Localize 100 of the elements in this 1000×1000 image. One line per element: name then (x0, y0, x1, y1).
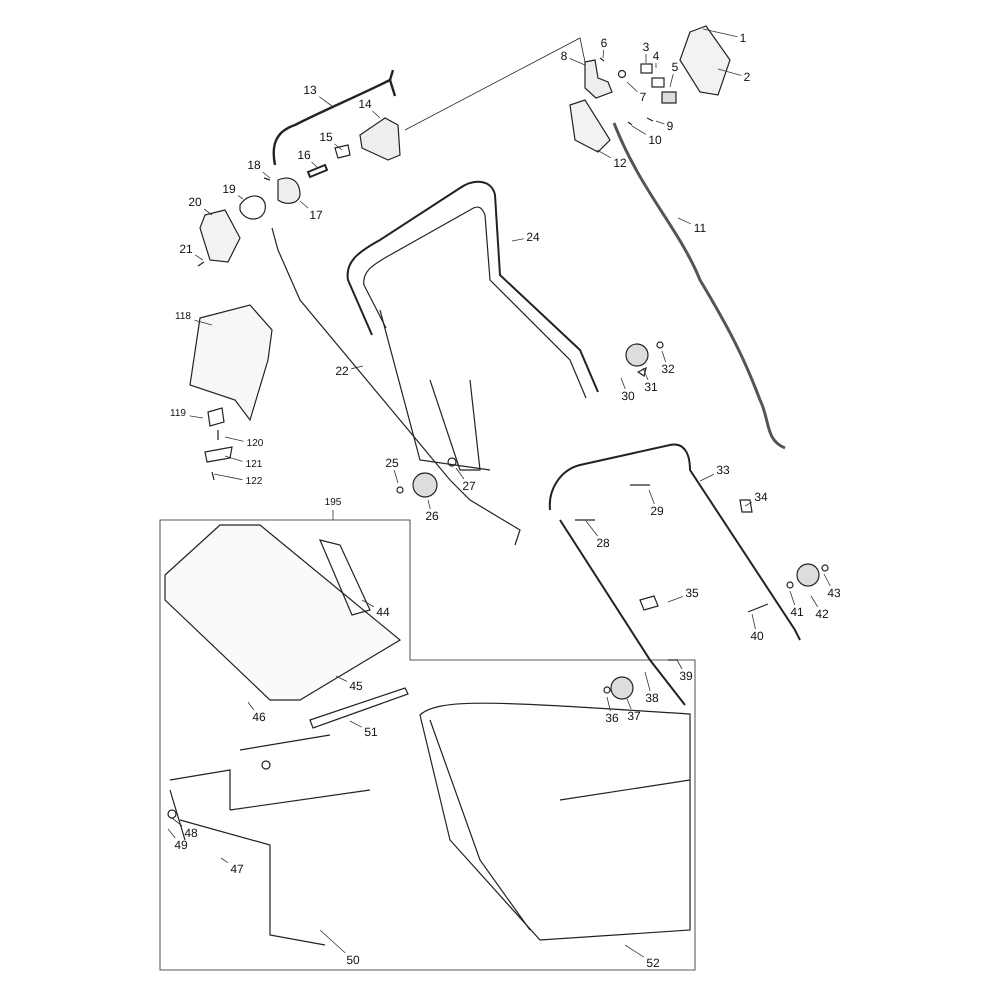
leader-line (336, 676, 348, 682)
leader-line (311, 162, 318, 168)
leader-line (456, 468, 464, 480)
callout-number: 50 (346, 954, 360, 966)
callout-number: 24 (526, 231, 540, 243)
leader-line (626, 698, 632, 710)
callout-number: 44 (376, 606, 390, 618)
callout-number: 34 (754, 491, 768, 503)
callout-number: 49 (174, 839, 188, 851)
leader-line (224, 436, 244, 442)
callout-number: 118 (175, 312, 191, 322)
leader-line (194, 254, 204, 260)
callout-number: 20 (188, 196, 202, 208)
leader-line (702, 28, 738, 38)
callout-number: 7 (640, 91, 646, 103)
callout-number: 45 (349, 680, 363, 692)
callout-number: 4 (652, 50, 660, 62)
leader-line (394, 470, 398, 484)
callout-number: 11 (694, 222, 706, 234)
leader-line (372, 110, 380, 118)
leader-line (194, 320, 212, 326)
leader-line (648, 490, 655, 504)
callout-number: 48 (184, 827, 198, 839)
callout-number: 119 (170, 409, 186, 419)
leader-line (224, 456, 243, 462)
callout-number: 42 (815, 608, 829, 620)
leader-line (626, 82, 638, 92)
callout-number: 32 (661, 363, 675, 375)
leader-line (569, 58, 586, 66)
callout-number: 17 (309, 209, 323, 221)
leader-line (362, 600, 374, 608)
leader-line (810, 596, 818, 608)
callout-number: 36 (605, 712, 619, 724)
callout-number: 31 (644, 381, 658, 393)
callout-number: 6 (600, 37, 608, 49)
callout-number: 26 (425, 510, 439, 522)
leader-line (168, 828, 176, 838)
callout-number: 25 (385, 457, 399, 469)
leader-line (596, 150, 612, 158)
callout-number: 13 (303, 84, 317, 96)
callout-number: 8 (560, 50, 568, 62)
callout-number: 3 (642, 41, 650, 53)
leader-line (670, 74, 674, 88)
callout-number: 40 (750, 630, 764, 642)
callout-number: 51 (364, 726, 378, 738)
callout-number: 47 (230, 863, 244, 875)
leader-line (678, 218, 692, 224)
leader-line (172, 818, 183, 826)
callout-number: 18 (247, 159, 261, 171)
callout-number: 52 (646, 957, 660, 969)
leader-line (602, 50, 604, 58)
callout-number: 5 (672, 61, 678, 73)
leader-line (644, 672, 651, 692)
callout-number: 10 (648, 134, 662, 146)
leader-line (676, 660, 682, 670)
callout-number: 120 (246, 439, 264, 449)
callout-number: 12 (613, 157, 627, 169)
leader-line (189, 415, 204, 418)
leader-line (512, 238, 524, 242)
leader-line (350, 720, 362, 728)
callout-number: 21 (179, 243, 193, 255)
callout-number: 37 (627, 710, 641, 722)
callout-number: 39 (679, 670, 693, 682)
callout-number: 27 (462, 480, 476, 492)
leader-line (586, 520, 598, 536)
callout-number: 121 (246, 460, 262, 470)
callout-number: 43 (827, 587, 841, 599)
callout-number: 38 (645, 692, 659, 704)
callout-number: 1 (740, 32, 746, 44)
leader-line (642, 368, 648, 380)
leader-line (744, 502, 752, 506)
leader-line (632, 126, 646, 135)
leader-line (668, 596, 684, 602)
leader-line (334, 144, 342, 150)
callout-number: 22 (335, 365, 349, 377)
leader-line (656, 120, 665, 124)
leader-line (248, 702, 254, 710)
callout-number: 9 (666, 120, 674, 132)
leader-line (620, 378, 626, 390)
callout-number: 41 (790, 606, 804, 618)
leader-line (262, 172, 270, 178)
callout-number: 16 (297, 149, 311, 161)
callout-number: 2 (744, 71, 750, 83)
callout-number: 19 (222, 183, 236, 195)
leader-line (332, 510, 334, 520)
leader-line (204, 208, 212, 216)
leader-line (790, 590, 796, 606)
callout-number: 46 (252, 711, 266, 723)
leader-line (300, 200, 308, 208)
leader-line (428, 500, 431, 510)
callout-number: 195 (324, 498, 342, 508)
callout-number: 14 (358, 98, 372, 110)
callout-number: 33 (716, 464, 730, 476)
leader-line (350, 366, 364, 370)
leader-line (752, 614, 756, 630)
leader-line (824, 574, 831, 586)
leader-line (700, 474, 714, 482)
leader-line (238, 195, 244, 200)
callout-number: 28 (596, 537, 610, 549)
callout-number: 30 (621, 390, 635, 402)
